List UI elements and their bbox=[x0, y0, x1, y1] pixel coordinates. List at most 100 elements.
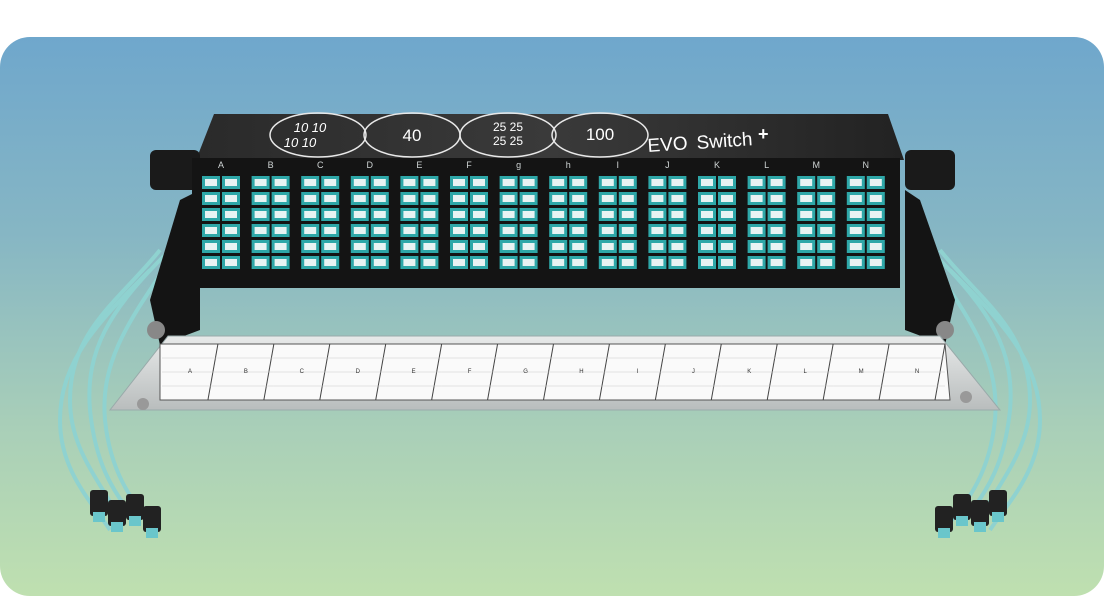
port-insert bbox=[800, 195, 813, 202]
module-label: L bbox=[764, 160, 769, 170]
port-insert bbox=[205, 243, 217, 250]
port-insert bbox=[869, 259, 882, 266]
badge-25-line2: 25 25 bbox=[493, 134, 523, 148]
port-insert bbox=[651, 243, 664, 250]
port-insert bbox=[849, 243, 862, 250]
badge-10-outline bbox=[269, 112, 367, 158]
port-insert bbox=[750, 243, 763, 250]
right-mount-ear bbox=[905, 150, 955, 190]
port-insert bbox=[721, 211, 733, 218]
port-insert bbox=[721, 243, 733, 250]
port-insert bbox=[800, 227, 813, 234]
port-insert bbox=[254, 243, 267, 250]
tray-label: J bbox=[692, 369, 695, 375]
port-insert bbox=[225, 227, 237, 234]
port-insert bbox=[453, 211, 465, 218]
port-insert bbox=[304, 259, 317, 266]
port-insert bbox=[324, 195, 337, 202]
port-insert bbox=[770, 243, 783, 250]
port-insert bbox=[701, 211, 713, 218]
port-insert bbox=[800, 243, 813, 250]
port-insert bbox=[205, 195, 217, 202]
port-insert bbox=[750, 195, 763, 202]
port-insert bbox=[254, 259, 267, 266]
tray-label: D bbox=[356, 369, 361, 375]
module-label: g bbox=[516, 160, 521, 170]
port-insert bbox=[869, 243, 882, 250]
port-insert bbox=[373, 211, 386, 218]
module-label: I bbox=[617, 160, 620, 170]
port-insert bbox=[502, 243, 515, 250]
port-insert bbox=[502, 179, 515, 186]
chassis-front bbox=[192, 158, 900, 288]
port-insert bbox=[403, 195, 416, 202]
product-name: Switch bbox=[696, 129, 753, 154]
port-insert bbox=[373, 259, 386, 266]
port-insert bbox=[453, 195, 465, 202]
port-insert bbox=[601, 211, 614, 218]
module-label: h bbox=[566, 160, 571, 170]
port-insert bbox=[701, 195, 713, 202]
module-label: B bbox=[268, 160, 274, 170]
port-insert bbox=[601, 227, 614, 234]
badge-100-outline bbox=[551, 112, 649, 158]
port-insert bbox=[453, 243, 465, 250]
port-insert bbox=[373, 195, 386, 202]
port-insert bbox=[522, 259, 535, 266]
port-insert bbox=[225, 195, 237, 202]
left-thumbscrew bbox=[147, 321, 165, 339]
port-insert bbox=[552, 195, 565, 202]
port-insert bbox=[205, 227, 217, 234]
port-insert bbox=[651, 179, 664, 186]
right-thumbscrew bbox=[936, 321, 954, 339]
port-insert bbox=[473, 243, 485, 250]
port-insert bbox=[324, 259, 337, 266]
port-insert bbox=[651, 227, 664, 234]
port-insert bbox=[522, 243, 535, 250]
tray-label: B bbox=[244, 369, 248, 375]
port-insert bbox=[225, 211, 237, 218]
module-label: F bbox=[466, 160, 472, 170]
port-insert bbox=[552, 227, 565, 234]
port-insert bbox=[671, 179, 684, 186]
module-8: h bbox=[549, 160, 588, 269]
module-label: E bbox=[416, 160, 422, 170]
tray-label: C bbox=[300, 369, 305, 375]
port-insert bbox=[552, 259, 565, 266]
port-insert bbox=[353, 179, 366, 186]
port-insert bbox=[304, 179, 317, 186]
port-insert bbox=[651, 259, 664, 266]
port-insert bbox=[601, 243, 614, 250]
port-insert bbox=[324, 227, 337, 234]
port-insert bbox=[750, 211, 763, 218]
port-insert bbox=[453, 227, 465, 234]
port-insert bbox=[721, 259, 733, 266]
port-insert bbox=[621, 179, 634, 186]
port-insert bbox=[423, 227, 436, 234]
module-label: C bbox=[317, 160, 324, 170]
port-insert bbox=[572, 195, 585, 202]
port-insert bbox=[254, 179, 267, 186]
port-insert bbox=[304, 227, 317, 234]
port-insert bbox=[721, 227, 733, 234]
port-insert bbox=[353, 195, 366, 202]
port-insert bbox=[800, 259, 813, 266]
port-insert bbox=[453, 179, 465, 186]
port-insert bbox=[770, 195, 783, 202]
port-insert bbox=[572, 179, 585, 186]
port-insert bbox=[502, 259, 515, 266]
port-insert bbox=[423, 243, 436, 250]
module-10: J bbox=[648, 160, 687, 269]
port-insert bbox=[403, 259, 416, 266]
port-insert bbox=[473, 259, 485, 266]
tray-label: E bbox=[412, 369, 416, 375]
port-insert bbox=[324, 243, 337, 250]
port-insert bbox=[403, 211, 416, 218]
port-insert bbox=[671, 211, 684, 218]
port-insert bbox=[274, 179, 287, 186]
port-insert bbox=[869, 227, 882, 234]
port-insert bbox=[572, 259, 585, 266]
port-insert bbox=[423, 211, 436, 218]
port-insert bbox=[621, 227, 634, 234]
